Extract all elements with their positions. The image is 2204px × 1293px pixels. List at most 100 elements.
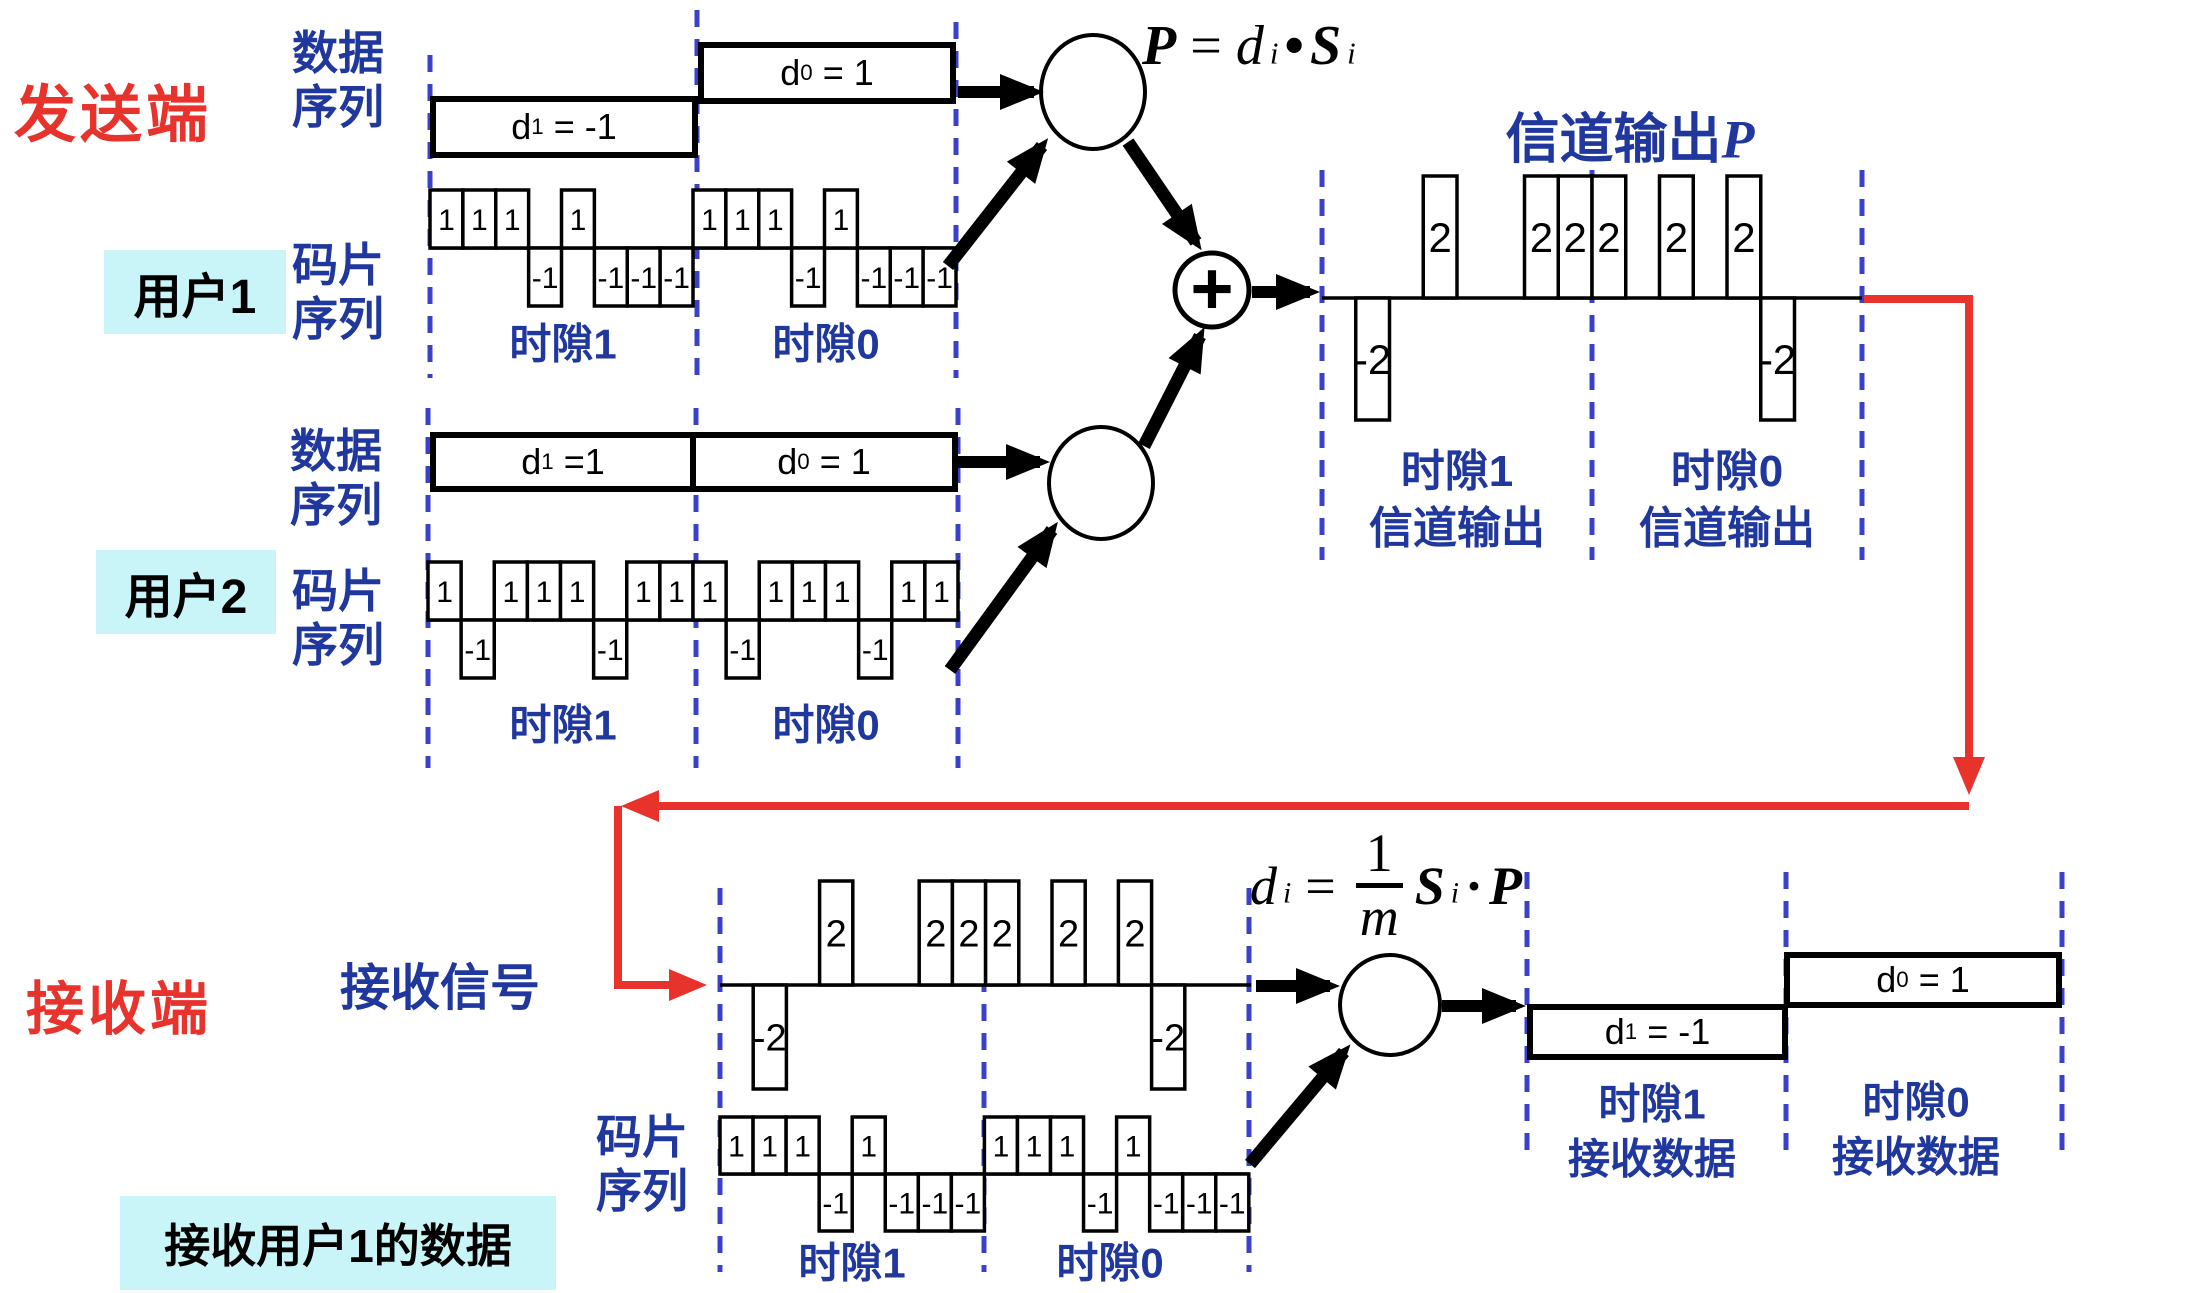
chip-value-label: 1 bbox=[728, 1130, 745, 1163]
chip-value-label: 2 bbox=[958, 914, 979, 956]
chip-value-label: 2 bbox=[1530, 214, 1553, 261]
channel-output-title: 信道输出P bbox=[1505, 109, 1755, 170]
chip-value-label: 1 bbox=[701, 576, 718, 609]
chip-value-label: -1 bbox=[464, 634, 491, 667]
chip-value-label: 2 bbox=[1428, 214, 1451, 261]
channel-slot1-label: 时隙1 信道输出 bbox=[1369, 446, 1545, 553]
pulse-rect bbox=[1081, 1172, 1119, 1233]
chip-value-label: -1 bbox=[597, 262, 624, 295]
user2-badge: 用户2 bbox=[96, 550, 276, 634]
pulse-rect bbox=[426, 560, 463, 622]
arrow-user1-chips-to-multiplier bbox=[942, 138, 1049, 271]
chip-value-label: 1 bbox=[471, 204, 488, 237]
pulse-rect bbox=[1725, 174, 1763, 300]
chip-value-label: -1 bbox=[955, 1187, 982, 1220]
chip-value-label: 1 bbox=[1026, 1130, 1043, 1163]
pulse-rect bbox=[625, 246, 662, 308]
chip-value-label: 2 bbox=[1732, 214, 1755, 261]
pulse-rect bbox=[658, 246, 695, 308]
arrow-multiplier1-to-adder bbox=[1122, 138, 1202, 251]
pulse-rect bbox=[724, 188, 761, 250]
pulse-rect bbox=[428, 188, 465, 250]
chip-value-label: 1 bbox=[801, 576, 818, 609]
pulse-rect bbox=[784, 1115, 821, 1176]
pulse-rect bbox=[1116, 879, 1154, 987]
pulse-rect bbox=[591, 618, 629, 680]
chip-value-label: 1 bbox=[1125, 1130, 1142, 1163]
pulse-rect bbox=[923, 560, 960, 622]
chip-value-label: 1 bbox=[635, 576, 652, 609]
pulse-rect bbox=[856, 618, 894, 680]
chip-value-label: -2 bbox=[1759, 336, 1796, 383]
arrow-chips-to-correlator bbox=[1245, 1044, 1351, 1169]
chip-value-label: 1 bbox=[767, 204, 784, 237]
chip-value-label: 1 bbox=[570, 204, 587, 237]
pulse-rect bbox=[751, 1115, 788, 1176]
chip-value-label: 2 bbox=[992, 914, 1013, 956]
chip-value-label: 2 bbox=[1058, 914, 1079, 956]
pulse-rect bbox=[757, 188, 794, 250]
pulse-rect bbox=[817, 879, 855, 987]
red-feedback-path-into-receiver bbox=[614, 806, 707, 1001]
chip-value-label: 2 bbox=[826, 914, 847, 956]
chip-value-label: -1 bbox=[1153, 1187, 1180, 1220]
channel-slot0-label: 时隙0 信道输出 bbox=[1639, 446, 1815, 553]
fraction-1-over-m: 1 m bbox=[1355, 825, 1403, 945]
user1-badge: 用户1 bbox=[104, 250, 286, 334]
pulse-rect bbox=[1421, 174, 1459, 300]
pulse-rect bbox=[1114, 1115, 1152, 1176]
pulse-rect bbox=[883, 1172, 921, 1233]
chip-value-label: -1 bbox=[729, 634, 756, 667]
chip-value-label: -1 bbox=[795, 262, 822, 295]
pulse-rect bbox=[855, 246, 892, 308]
chip-value-label: -1 bbox=[893, 262, 920, 295]
receiver-badge: 接收用户1的数据 bbox=[120, 1196, 556, 1290]
user2-data-seq-label: 数据 序列 bbox=[290, 425, 382, 532]
chip-value-label: 1 bbox=[1059, 1130, 1076, 1163]
pulse-rect bbox=[1149, 983, 1187, 1091]
pulse-rect bbox=[691, 560, 728, 622]
pulse-rect bbox=[492, 560, 530, 622]
chip-value-label: -1 bbox=[862, 634, 889, 667]
pulse-rect bbox=[1522, 174, 1560, 300]
chip-value-label: -1 bbox=[597, 634, 624, 667]
adder-circle bbox=[1172, 250, 1252, 330]
pulse-rect bbox=[494, 188, 531, 250]
chip-value-label: -1 bbox=[1186, 1187, 1213, 1220]
chip-value-label: 2 bbox=[1665, 214, 1688, 261]
user1-chip-seq-label: 码片 序列 bbox=[292, 239, 384, 346]
chip-value-label: 1 bbox=[438, 204, 455, 237]
pulse-rect bbox=[1147, 1172, 1185, 1233]
chip-value-label: 1 bbox=[701, 204, 718, 237]
user2-slot0-label: 时隙0 bbox=[772, 701, 880, 749]
chip-value-label: 1 bbox=[436, 576, 453, 609]
chip-value-label: 1 bbox=[834, 576, 851, 609]
received-signal-label: 接收信号 bbox=[340, 960, 540, 1016]
correlator-circle bbox=[1338, 953, 1442, 1057]
pulse-rect bbox=[559, 188, 597, 250]
pulse-rect bbox=[1050, 879, 1087, 987]
chip-value-label: -2 bbox=[1354, 336, 1391, 383]
user1-slot1-label: 时隙1 bbox=[509, 320, 617, 368]
chip-value-label: 1 bbox=[761, 1130, 778, 1163]
chip-value-label: 2 bbox=[925, 914, 946, 956]
chip-value-label: -1 bbox=[1087, 1187, 1114, 1220]
chip-value-label: 1 bbox=[734, 204, 751, 237]
user1-slot0-label: 时隙0 bbox=[772, 320, 880, 368]
receiver-data-slot0-label: 时隙0 接收数据 bbox=[1831, 1078, 2001, 1180]
pulse-rect bbox=[1556, 174, 1594, 300]
chip-value-label: -2 bbox=[1151, 1018, 1185, 1060]
chip-value-label: 2 bbox=[1597, 214, 1620, 261]
pulse-rect bbox=[950, 879, 988, 987]
chip-value-label: 1 bbox=[569, 576, 586, 609]
